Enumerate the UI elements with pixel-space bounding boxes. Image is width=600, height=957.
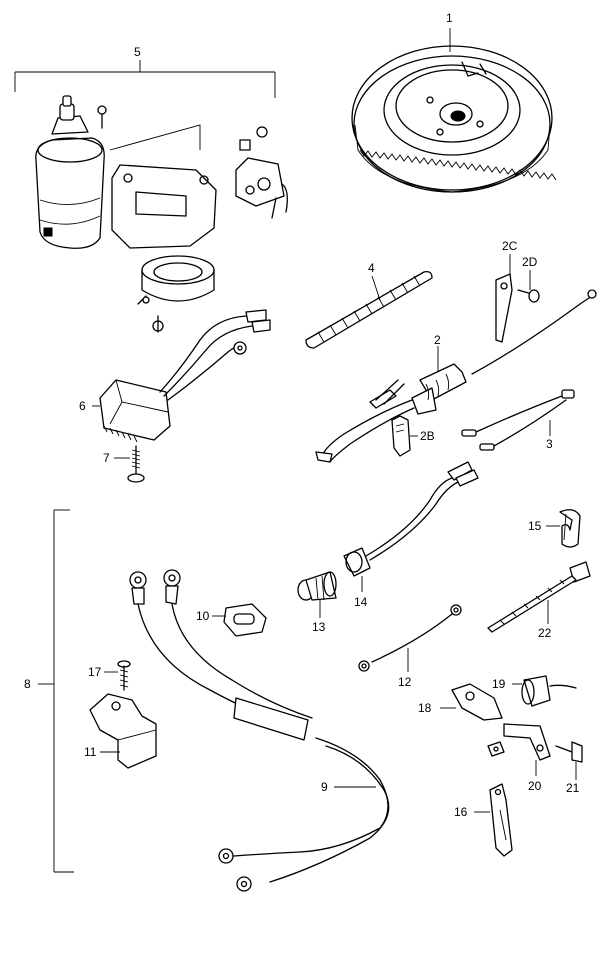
callout-5: 5 (134, 45, 141, 59)
relay-icon (521, 675, 577, 707)
holder-icon (89, 693, 157, 769)
clamp-15-icon (559, 509, 581, 548)
starter-bolt-lower-icon (152, 315, 164, 333)
callout-14: 14 (354, 595, 368, 609)
grommet-icon (223, 603, 267, 637)
clip-icon (391, 415, 411, 457)
harness-icon (315, 289, 597, 463)
callout-16: 16 (454, 805, 468, 819)
cap-icon (343, 461, 479, 577)
battery-cable-assembly-bracket (38, 509, 74, 873)
callout-12: 12 (398, 675, 412, 689)
callout-1: 1 (446, 11, 453, 25)
screw-17-icon (117, 660, 131, 691)
screw-icon (127, 445, 145, 483)
battery-cable-icon (129, 569, 390, 892)
lead-wire-icon (461, 389, 575, 451)
starter-bolt-icon (97, 105, 107, 129)
protector-tube-icon (305, 270, 433, 349)
starter-relay-icon (235, 126, 288, 219)
callout-3: 3 (546, 437, 553, 451)
cable-tie-icon (487, 561, 591, 633)
callout-2B: 2B (420, 429, 435, 443)
bracket-18-icon (451, 683, 503, 721)
callout-11: 11 (84, 745, 97, 759)
bolt-2d-icon (517, 289, 540, 303)
callout-13: 13 (312, 620, 326, 634)
starter-motor-icon (35, 95, 105, 249)
starter-bracket-icon (109, 124, 217, 305)
ignition-coil-icon (99, 309, 271, 443)
starter-motor-assembly-bracket (14, 60, 276, 98)
callout-15: 15 (528, 519, 542, 533)
clamp-2c-icon (495, 273, 513, 343)
bolt-21-icon (555, 741, 583, 763)
callout-18: 18 (418, 701, 432, 715)
callout-21: 21 (566, 781, 580, 795)
callout-17: 17 (88, 665, 102, 679)
callout-4: 4 (368, 261, 375, 275)
callout-2: 2 (434, 333, 441, 347)
callout-2C: 2C (502, 239, 518, 253)
callout-7: 7 (103, 451, 110, 465)
callout-20: 20 (528, 779, 542, 793)
callout-6: 6 (79, 399, 86, 413)
flywheel-icon (351, 45, 557, 193)
callout-19: 19 (492, 677, 506, 691)
callout-2D: 2D (522, 255, 538, 269)
callout-22: 22 (538, 626, 552, 640)
callout-8: 8 (24, 677, 31, 691)
switch-icon (297, 571, 337, 601)
ground-wire-icon (358, 604, 462, 672)
bracket-20-icon (487, 723, 551, 761)
clamp-band-icon (489, 783, 513, 857)
callout-10: 10 (196, 609, 210, 623)
callout-9: 9 (321, 780, 328, 794)
